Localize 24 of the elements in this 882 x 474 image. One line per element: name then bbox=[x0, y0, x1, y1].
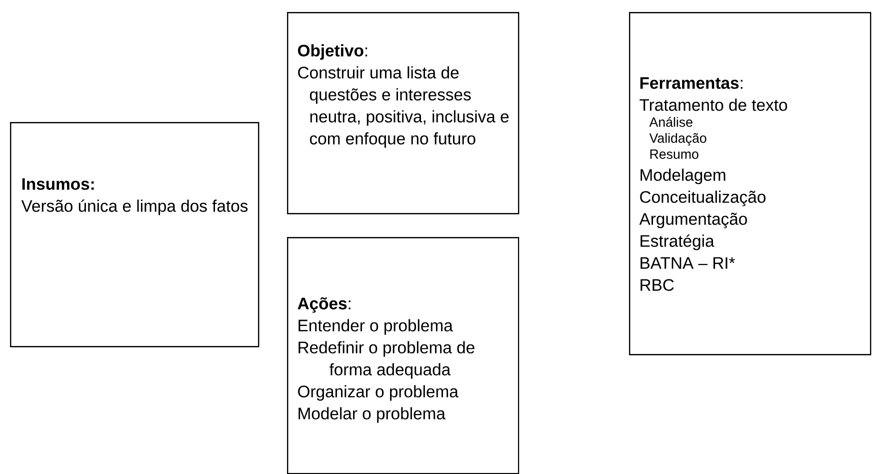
heading: Insumos: bbox=[22, 178, 94, 190]
list-item: Conceitualização bbox=[640, 190, 766, 206]
list-item: Análise bbox=[649, 116, 692, 127]
list-item: Entender o problema bbox=[298, 319, 453, 335]
list-item: Modelar o problema bbox=[298, 407, 446, 423]
text-box bbox=[10, 122, 260, 348]
list-item: Tratamento de texto bbox=[640, 98, 788, 111]
list-item: Redefinir o problema de forma adequada bbox=[298, 341, 474, 379]
text-box bbox=[629, 12, 872, 356]
text-box bbox=[287, 237, 520, 474]
list-item: BATNA – RI* bbox=[640, 257, 736, 269]
list-item: Versão única e limpa dos fatos bbox=[21, 199, 248, 216]
list-item: Modelagem bbox=[640, 168, 726, 184]
list-item: RBC bbox=[640, 279, 674, 291]
heading: Ferramentas: bbox=[640, 77, 742, 89]
list-item: Argumentação bbox=[639, 212, 747, 228]
list-item: Organizar o problema bbox=[298, 385, 458, 401]
heading: Ações: bbox=[298, 297, 350, 313]
list-item: Validação bbox=[649, 133, 706, 146]
heading: Objetivo: bbox=[298, 44, 368, 60]
list-item: Resumo bbox=[650, 150, 698, 159]
list-item: Estratégia bbox=[640, 234, 714, 250]
list-item: Construir uma lista de questões e interesses neutra, positiva, inclusiva e com enfoque no futuro bbox=[298, 66, 509, 148]
text-box bbox=[287, 12, 520, 214]
